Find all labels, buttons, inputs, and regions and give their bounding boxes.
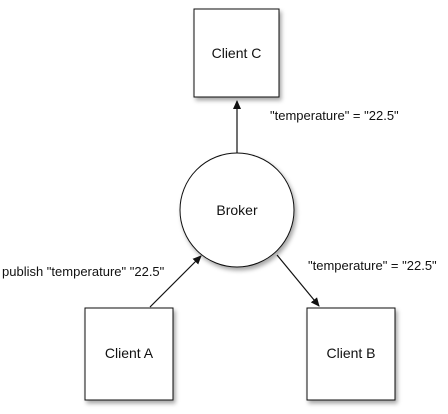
- edge-label-broker-to-client-b: "temperature" = "22.5": [308, 258, 437, 273]
- edge-broker-to-client-b: [276, 254, 320, 307]
- edge-client-a-to-broker: [149, 255, 202, 308]
- node-client-c: Client C: [193, 8, 280, 98]
- edge-label-client-a-to-broker: publish "temperature" "22.5": [2, 264, 165, 279]
- node-client-a-label: Client A: [105, 345, 154, 361]
- node-client-c-label: Client C: [212, 45, 262, 61]
- edge-label-broker-to-client-c: "temperature" = "22.5": [270, 108, 399, 123]
- node-client-a: Client A: [84, 307, 174, 401]
- node-client-b: Client B: [306, 307, 396, 401]
- node-client-b-label: Client B: [326, 345, 375, 361]
- node-broker-label: Broker: [216, 202, 258, 218]
- node-broker: Broker: [179, 152, 295, 268]
